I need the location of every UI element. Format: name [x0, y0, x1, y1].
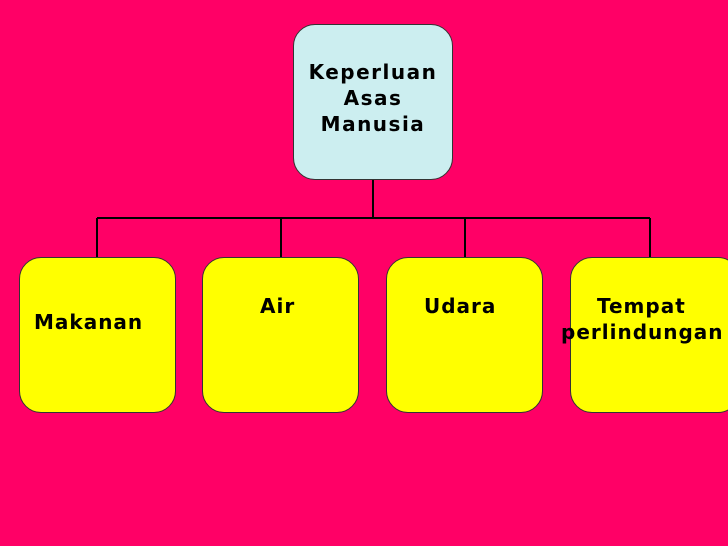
child-label-tempat: Tempat	[597, 294, 686, 318]
root-node-keperluan-asas-manusia: Keperluan Asas Manusia	[293, 24, 453, 180]
root-label-line-1: Keperluan	[308, 60, 438, 84]
child-label-udara: Udara	[424, 294, 497, 318]
root-label-line-2: Asas	[343, 86, 403, 110]
child-label-air: Air	[260, 294, 296, 318]
child-node-makanan: Makanan	[19, 257, 176, 413]
child-label-perlindungan: perlindungan	[561, 320, 724, 344]
child-node-tempat-perlindungan: Tempat perlindungan	[561, 257, 728, 413]
root-label-line-3: Manusia	[320, 112, 426, 136]
child-node-udara: Udara	[386, 257, 543, 413]
child-node-air: Air	[202, 257, 359, 413]
child-label-makanan: Makanan	[34, 310, 144, 334]
